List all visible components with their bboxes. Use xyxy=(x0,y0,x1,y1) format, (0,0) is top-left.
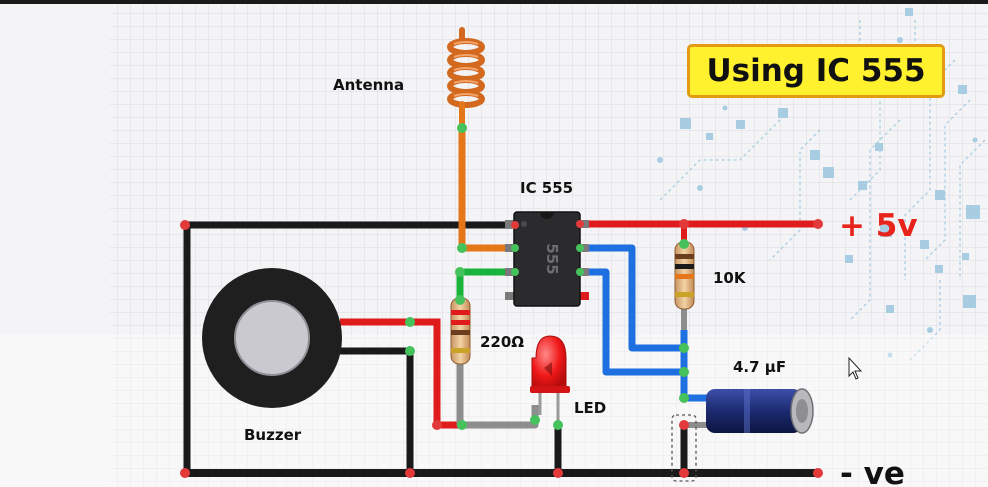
bottom-fade xyxy=(0,335,988,487)
ic-label: IC 555 xyxy=(520,179,573,197)
junction-dots xyxy=(180,123,823,478)
resistor-220-label: 220Ω xyxy=(480,333,524,351)
capacitor xyxy=(671,388,814,482)
wire-blue-upper xyxy=(580,244,684,352)
resistor-10k-label: 10K xyxy=(713,269,747,287)
wire-blue-lower xyxy=(580,268,684,376)
resistor-220 xyxy=(450,297,471,365)
top-border xyxy=(0,0,988,4)
title-banner: Using IC 555 xyxy=(687,44,945,98)
capacitor-label: 4.7 µF xyxy=(733,358,786,376)
decorative-circuit-squares xyxy=(657,8,980,358)
positive-supply-label: + 5v xyxy=(839,208,918,244)
antenna-label: Antenna xyxy=(333,76,404,94)
antenna-coil-highlight xyxy=(453,41,479,97)
page-title: Using IC 555 xyxy=(706,53,926,89)
buzzer xyxy=(202,268,342,408)
led-label: LED xyxy=(574,399,606,417)
wire-buzzer-positive xyxy=(340,318,462,429)
buzzer-label: Buzzer xyxy=(244,426,302,444)
mouse-cursor-icon xyxy=(848,356,863,380)
ic-chip-marking: 555 xyxy=(543,243,561,274)
negative-supply-label: - ve xyxy=(840,456,905,487)
resistor-10k xyxy=(674,241,695,310)
led xyxy=(530,335,570,428)
